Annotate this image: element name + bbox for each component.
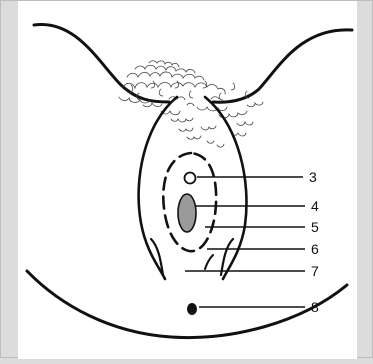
label-8: 8 [311, 299, 319, 315]
anus [187, 303, 197, 315]
urethral-opening [185, 173, 196, 184]
label-5: 5 [311, 219, 319, 235]
label-6: 6 [311, 241, 319, 257]
vaginal-opening [178, 194, 196, 232]
label-4: 4 [311, 198, 319, 214]
label-3: 3 [309, 169, 317, 185]
label-7: 7 [311, 263, 319, 279]
